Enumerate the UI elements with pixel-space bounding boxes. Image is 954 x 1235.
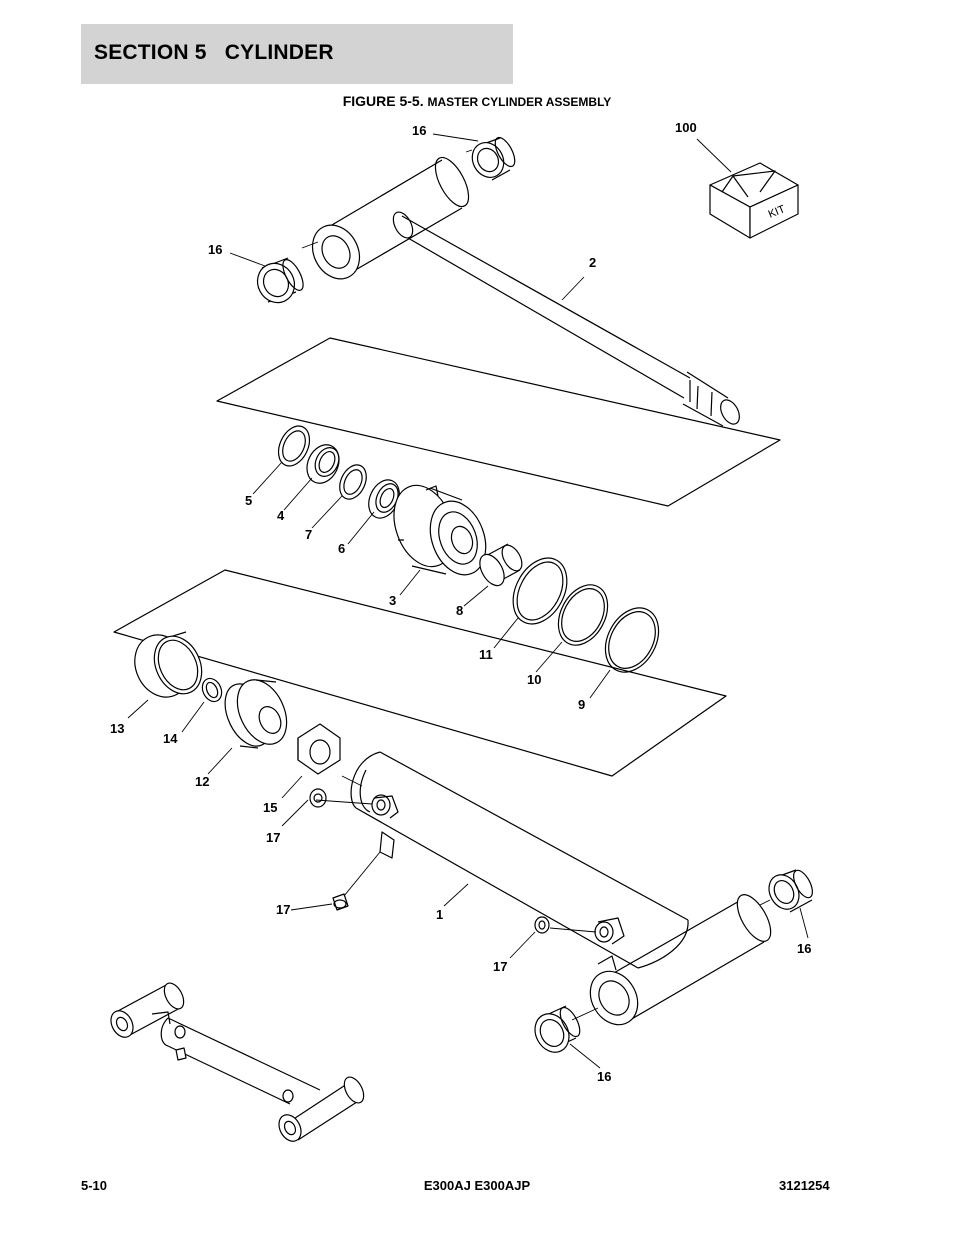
callout-8: 8 [456,603,463,618]
callout-4: 4 [277,508,285,523]
leader-lines [127,133,809,1069]
section-title: SECTION 5 CYLINDER [94,41,334,64]
callout-14: 14 [163,731,178,746]
piston-cup-icon [134,631,203,698]
bushing-icon [768,869,813,913]
callout-17: 17 [266,830,280,845]
callout-12: 12 [195,774,209,789]
document-number: 3121254 [779,1178,830,1193]
bushing-icon [256,257,304,304]
wear-ring-icon [479,543,523,587]
fitting-icon [332,893,349,911]
nut-icon [297,723,341,775]
o-ring-icon [604,607,660,673]
callout-5: 5 [245,493,252,508]
bushing-icon [471,136,516,181]
callout-7: 7 [305,527,312,542]
ring-icon [201,677,223,703]
callout-1: 1 [436,907,443,922]
rod-assembly-icon [311,156,740,427]
callout-2: 2 [589,255,596,270]
seal-icon [339,464,367,500]
section-header: SECTION 5 CYLINDER [81,24,513,84]
cylinder-barrel-icon [350,751,772,1026]
assembled-cylinder-icon [110,982,365,1142]
reference-plane [113,569,727,777]
callout-16: 16 [597,1069,611,1084]
callout-9: 9 [578,697,585,712]
o-ring-icon [512,557,568,625]
figure-title: FIGURE 5-5. MASTER CYLINDER ASSEMBLY [0,93,954,109]
callout-13: 13 [110,721,124,736]
o-ring-icon [557,584,609,646]
piston-icon [224,679,288,749]
callout-17: 17 [493,959,507,974]
reference-plane [216,337,781,507]
callout-100: 100 [675,120,697,135]
callout-16: 16 [208,242,222,257]
seal-icon [277,425,311,467]
callout-16: 16 [797,941,811,956]
callout-10: 10 [527,672,541,687]
callout-6: 6 [338,541,345,556]
callout-3: 3 [389,593,396,608]
callout-11: 11 [479,647,493,662]
callout-15: 15 [263,800,277,815]
model-number: E300AJ E300AJP [423,1178,531,1193]
cylinder-head-icon [393,484,487,576]
kit-box-icon [709,162,799,239]
callout-16: 16 [412,123,426,138]
figure-number: FIGURE 5-5. [342,93,424,109]
figure-name: MASTER CYLINDER ASSEMBLY [427,95,612,109]
seal-icon [306,444,340,484]
bushing-icon [534,1005,581,1053]
page-number: 5-10 [81,1178,108,1193]
callout-17: 17 [276,902,290,917]
fitting-icon [309,788,327,808]
fitting-icon [534,916,550,934]
